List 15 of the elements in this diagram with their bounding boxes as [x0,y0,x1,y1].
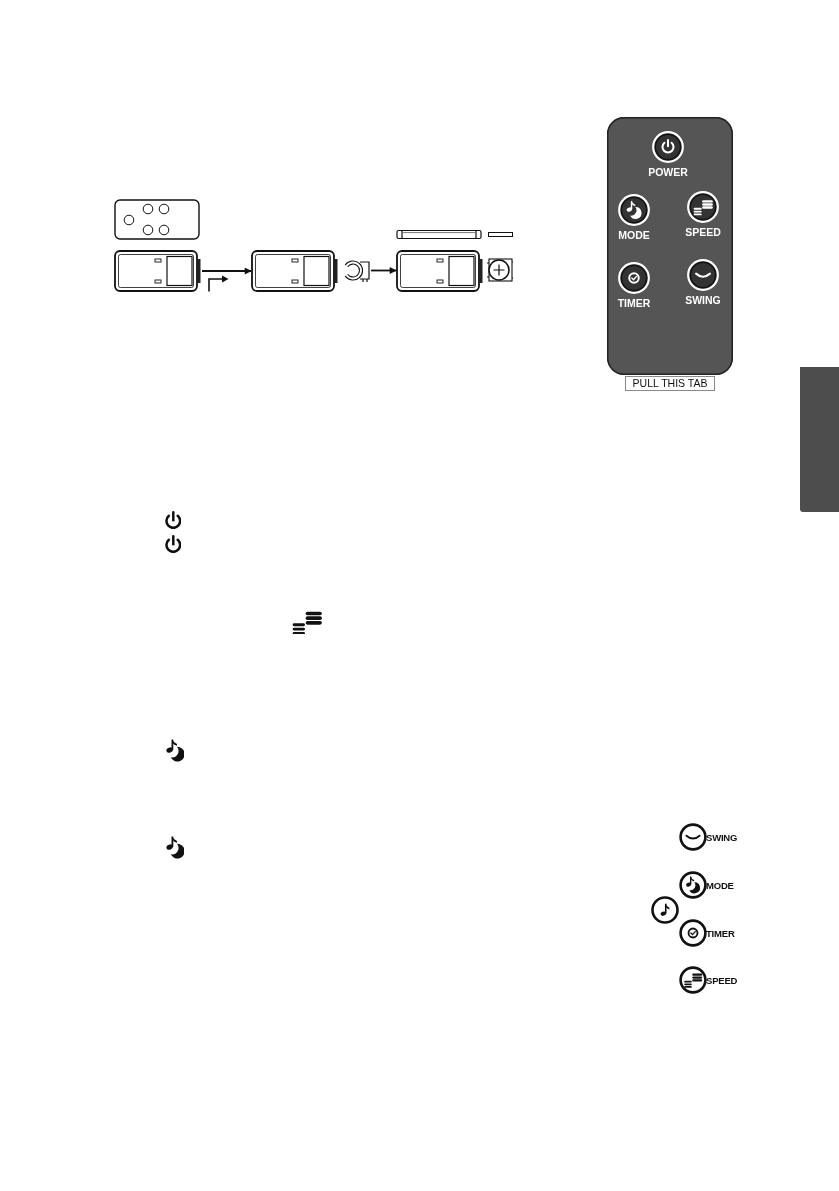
button-label: TIMER [617,297,651,309]
button-label: SWING [706,831,738,843]
button-label: SPEED [685,226,721,238]
arrow [370,267,397,274]
button-label: SPEED [706,974,738,986]
pull-tab: PULL THIS TAB [625,376,715,391]
remote-control [607,117,733,375]
battery-tray-side-view [488,232,513,237]
arrow [201,267,252,275]
button-label: TIMER [706,927,735,939]
button-label: MODE [618,229,650,241]
section-tab [800,367,839,512]
button-label: SWING [685,294,721,306]
button-label: POWER [648,166,688,178]
button-label: MODE [706,879,734,891]
